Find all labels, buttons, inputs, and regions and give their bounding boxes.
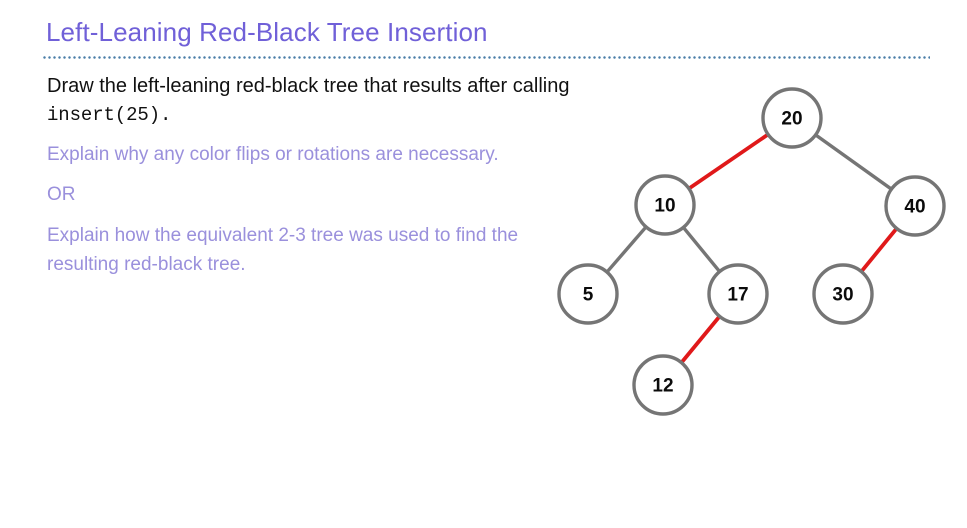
tree-node-label-30: 30 xyxy=(832,285,853,306)
tree-edge-layer xyxy=(605,132,899,365)
tree-node-layer: 20 10 40 5 17 30 12 xyxy=(557,87,946,416)
tree-node-label-5: 5 xyxy=(583,285,594,306)
tree-node-17: 17 xyxy=(707,263,769,325)
prompt-paragraph-primary: Draw the left-leaning red-black tree tha… xyxy=(47,72,647,129)
tree-node-circle-17 xyxy=(707,263,769,325)
tree-node-circle-5 xyxy=(557,263,619,325)
prompt-text-lead: Draw the left-leaning red-black tree tha… xyxy=(47,75,570,97)
prompt-paragraph-secondary: Explain why any color flips or rotations… xyxy=(47,144,499,165)
tree-node-circle-12 xyxy=(632,354,694,416)
tree-node-label-12: 12 xyxy=(652,376,673,397)
page-title: Left-Leaning Red-Black Tree Insertion xyxy=(46,17,488,47)
tree-node-circle-10 xyxy=(634,174,696,236)
tree-node-20: 20 xyxy=(761,87,823,149)
tree-node-5: 5 xyxy=(557,263,619,325)
tree-edge-n10-n17-black xyxy=(681,225,722,274)
tree-node-label-40: 40 xyxy=(904,197,925,218)
tree-node-circle-20 xyxy=(761,87,823,149)
tree-node-label-20: 20 xyxy=(781,109,802,130)
prompt-paragraph-tertiary: Explain how the equivalent 2-3 tree was … xyxy=(47,225,519,275)
tree-node-40: 40 xyxy=(884,175,946,237)
tree-edge-n40-n30-red xyxy=(859,226,899,274)
tree-node-12: 12 xyxy=(632,354,694,416)
tree-node-label-17: 17 xyxy=(727,285,748,306)
prompt-or-separator: OR xyxy=(47,184,76,205)
tree-node-circle-40 xyxy=(884,175,946,237)
tree-node-10: 10 xyxy=(634,174,696,236)
tree-node-circle-30 xyxy=(812,263,874,325)
prompt-code-insert: insert(25). xyxy=(47,104,172,126)
tree-node-30: 30 xyxy=(812,263,874,325)
tree-node-label-10: 10 xyxy=(654,196,675,217)
tree-edge-n20-n40-black xyxy=(813,133,894,191)
tree-edge-n10-n5-black xyxy=(605,225,648,274)
tree-edge-n17-n12-red xyxy=(679,314,722,365)
tree-edge-n20-n10-red xyxy=(687,132,770,191)
red-black-tree-diagram: 20 10 40 5 17 30 12 xyxy=(540,78,967,428)
title-divider xyxy=(42,56,930,59)
